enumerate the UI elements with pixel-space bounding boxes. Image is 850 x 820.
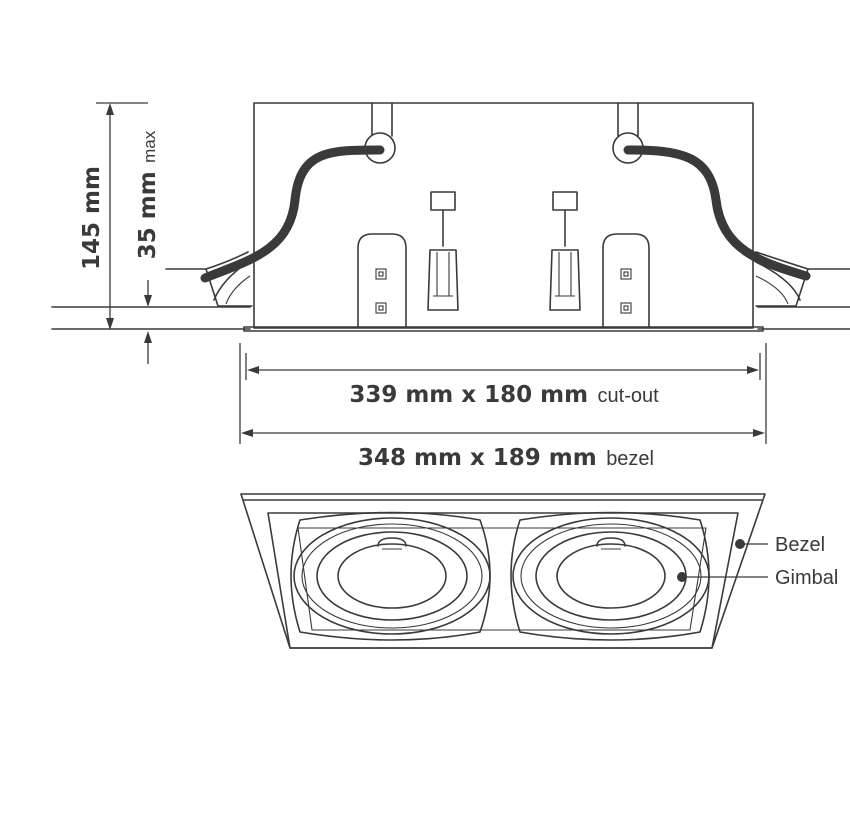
- callout-bezel-label: Bezel: [775, 534, 825, 556]
- ceiling-panel-left: [51, 306, 251, 330]
- cable-right: [623, 145, 811, 281]
- mounting-bracket-left: [427, 191, 459, 311]
- callout-gimbal: Gimbal: [677, 567, 838, 589]
- ceiling-panel-right: [757, 306, 850, 330]
- housing-box: [253, 102, 754, 329]
- height-total-label: 145 mm: [79, 166, 105, 270]
- gimbal-right: [510, 511, 710, 641]
- bezel-label: 348 mm x 189 mm bezel: [358, 445, 654, 471]
- side-view: [51, 102, 850, 332]
- bezel-dimension: 348 mm x 189 mm bezel: [239, 343, 767, 471]
- callout-bezel: Bezel: [735, 534, 825, 556]
- cutout-label: 339 mm x 180 mm cut-out: [349, 382, 659, 408]
- height-dimension-max: 35 mm max: [135, 130, 161, 364]
- height-max-label: 35 mm max: [135, 130, 161, 259]
- front-view: [240, 493, 766, 649]
- cable-left: [200, 145, 385, 283]
- mounting-bracket-right: [549, 191, 581, 311]
- terminal-block-right: [602, 233, 650, 329]
- callout-gimbal-label: Gimbal: [775, 567, 838, 589]
- gimbal-left: [290, 511, 491, 641]
- cutout-dimension: 339 mm x 180 mm cut-out: [245, 353, 761, 408]
- bezel-flange: [243, 326, 764, 332]
- terminal-block-left: [357, 233, 407, 329]
- cable-mount-left: [364, 102, 396, 164]
- height-dimension-total: 145 mm: [79, 102, 148, 330]
